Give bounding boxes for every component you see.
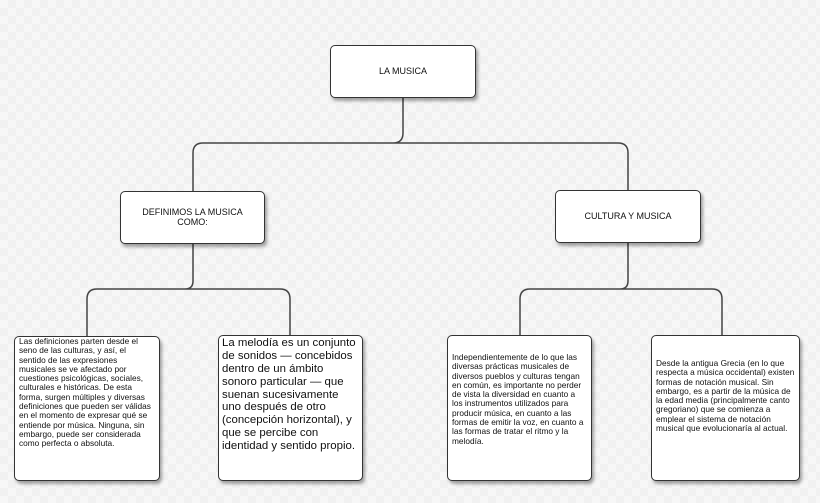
leaf-notacion: Desde la antigua Grecia (en lo que respe… xyxy=(651,335,800,481)
leaf-text: La melodía es un conjunto de sonidos — c… xyxy=(222,337,356,452)
node-cultura-y-musica: CULTURA Y MUSICA xyxy=(555,190,701,243)
connector-right xyxy=(519,243,723,336)
leaf-diversidad: Independientemente de lo que las diversa… xyxy=(447,335,592,481)
node-label: DEFINIMOS LA MUSICA COMO: xyxy=(142,206,243,227)
node-la-musica: LA MUSICA xyxy=(330,45,476,98)
connector-root xyxy=(192,97,629,192)
leaf-definiciones: Las definiciones parten desde el seno de… xyxy=(14,336,160,481)
leaf-text: Independientemente de lo que las diversa… xyxy=(452,352,584,446)
leaf-text: Desde la antigua Grecia (en lo que respe… xyxy=(656,358,795,433)
node-definimos: DEFINIMOS LA MUSICA COMO: xyxy=(120,191,265,244)
node-label: LA MUSICA xyxy=(378,65,427,76)
leaf-text: Las definiciones parten desde el seno de… xyxy=(19,336,151,449)
connector-left xyxy=(86,244,291,337)
leaf-melodia: La melodía es un conjunto de sonidos — c… xyxy=(218,335,363,481)
node-label: CULTURA Y MUSICA xyxy=(584,210,672,221)
